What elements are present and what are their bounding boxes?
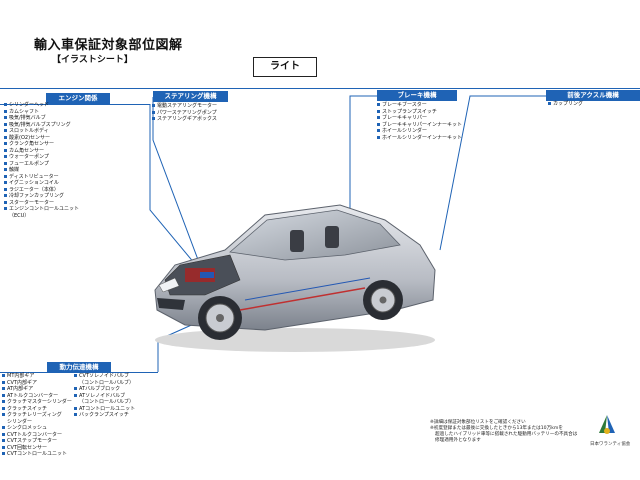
list-item: ATトルクコンバーター	[2, 393, 72, 400]
list-item: ラジエーター（本体）	[4, 187, 79, 194]
engine-header-rule	[0, 104, 150, 105]
front-wheel	[198, 296, 242, 340]
list-item: フューエルポンプ	[4, 161, 79, 168]
list-item: ストップランプスイッチ	[377, 109, 462, 116]
car-illustration	[154, 204, 436, 352]
logo-text: 日本ワランティ協会	[590, 442, 631, 447]
list-item: CVTソレノイドバルブ	[74, 373, 135, 380]
list-item: ディストリビューター	[4, 174, 79, 181]
note-line: ※詳細は保証対象部位リストをご確認ください	[430, 420, 526, 425]
list-item: クランク角センサー	[4, 141, 79, 148]
list-item: バックランプスイッチ	[74, 412, 135, 419]
steering-header: ステアリング機構	[153, 91, 228, 102]
list-item: 吸気/排気バルブ	[4, 115, 79, 122]
list-item: シンクロメッシュ	[2, 425, 72, 432]
list-item: MT内部ギア	[2, 373, 72, 380]
list-item: CVTコントロールユニット	[2, 451, 72, 458]
list-item: 冷却ファンカップリング	[4, 193, 79, 200]
list-item: CVTステップモーター	[2, 438, 72, 445]
list-item-continuation: （ECU）	[9, 212, 30, 219]
list-item-continuation: （コントロールバルブ）	[79, 399, 135, 405]
list-item: ATソレノイドバルブ	[74, 393, 135, 400]
drivetrain-header: 動力伝達機構	[47, 362, 111, 373]
list-item: CVT内部ギア	[2, 380, 72, 387]
list-item-continuation: （コントロールバルブ）	[79, 379, 135, 386]
note-line: ※初度登録または最後に交換したときから13年または10万kmを	[430, 426, 563, 431]
drivetrain-list-col1: MT内部ギア CVT内部ギア AT内部ギア ATトルクコンバーター クラッチマス…	[2, 373, 72, 458]
list-item: ステアリングギアボックス	[152, 116, 217, 123]
list-item: クラッチスイッチ	[2, 406, 72, 413]
list-item: エンジンコントロールユニット	[4, 206, 79, 213]
list-item: CVT回転センサー	[2, 445, 72, 452]
warranty-association-logo: 日本ワランティ協会	[590, 413, 631, 449]
list-item: AT内部ギア	[2, 386, 72, 393]
steering-list: 電動ステアリングモーター パワーステアリングポンプ ステアリングギアボックス	[152, 103, 217, 123]
list-item: ブレーキキャリパーインナーキット	[377, 122, 462, 129]
list-item: ホイールシリンダー	[377, 128, 462, 135]
list-item: 吸気/排気バルブスプリング	[4, 122, 79, 129]
footnote: ※詳細は保証対象部位リストをご確認ください ※初度登録または最後に交換したときか…	[430, 420, 580, 444]
grade-label: ライト	[253, 57, 317, 77]
page-title: 輸入車保証対象部位図解	[34, 38, 183, 53]
list-item: カム角センサー	[4, 148, 79, 155]
list-item: イグニッションコイル	[4, 180, 79, 187]
engine-header: エンジン関係	[46, 93, 110, 104]
note-line: 修理適用外となります	[435, 438, 481, 443]
page-subtitle: 【イラストシート】	[52, 55, 133, 65]
axle-list: カップリング	[548, 101, 583, 108]
list-item: スターターモーター	[4, 200, 79, 207]
list-item: クラッチレリーズィング	[2, 412, 72, 419]
list-item: ブレーキキャリパー	[377, 115, 462, 122]
brake-header: ブレーキ機構	[377, 90, 457, 101]
list-item: ウォーターポンプ	[4, 154, 79, 161]
divider-line	[0, 88, 640, 89]
axle-header: 前後アクスル機構	[546, 90, 640, 101]
brake-list: ブレーキブースター ストップランプスイッチ ブレーキキャリパー ブレーキキャリパ…	[377, 102, 462, 141]
list-item: ブレーキブースター	[377, 102, 462, 109]
list-item: ATコントロールユニット	[74, 406, 135, 413]
engine-list: シリンダーヘッド カムシャフト 吸気/排気バルブ 吸気/排気バルブスプリング ス…	[4, 102, 79, 219]
list-item: 触媒	[4, 167, 79, 174]
list-item: カムシャフト	[4, 109, 79, 116]
rear-wheel	[363, 280, 403, 320]
list-item: 酸素(O2)センサー	[4, 135, 79, 142]
list-item: CVTトルクコンバーター	[2, 432, 72, 439]
list-item: ホイールシリンダーインナーキット	[377, 135, 462, 142]
list-item: ATバルブブロック	[74, 386, 135, 393]
list-item: カップリング	[548, 101, 583, 108]
note-line: 超過したハイブリッド車等に搭載された駆動用バッテリーの不具合は	[435, 432, 578, 437]
drivetrain-list-col2: CVTソレノイドバルブ （コントロールバルブ） ATバルブブロック ATソレノイ…	[74, 373, 135, 419]
drivetrain-header-rule	[0, 372, 158, 373]
list-item: シリンダーヘッド	[4, 102, 79, 109]
list-item-continuation: シリンダー	[7, 418, 33, 425]
logo-icon	[599, 415, 615, 434]
list-item: クラッチマスターシリンダー	[2, 399, 72, 406]
list-item: スロットルボディ	[4, 128, 79, 135]
